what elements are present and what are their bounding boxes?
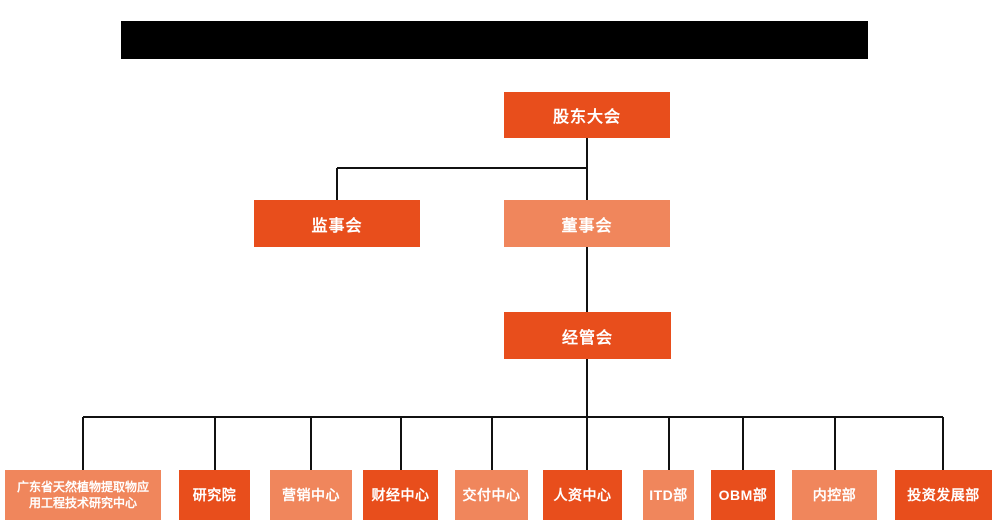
org-node-board-of-directors: 董事会 bbox=[504, 200, 670, 247]
org-node-management-committee: 经管会 bbox=[504, 312, 671, 359]
org-node-hr-center: 人资中心 bbox=[543, 470, 622, 520]
org-node-research-institute: 研究院 bbox=[179, 470, 250, 520]
org-node-obm-dept: OBM部 bbox=[711, 470, 775, 520]
org-node-supervisory-board: 监事会 bbox=[254, 200, 420, 247]
org-node-guangdong-research-center: 广东省天然植物提取物应 用工程技术研究中心 bbox=[5, 470, 161, 520]
org-node-finance-center: 财经中心 bbox=[363, 470, 438, 520]
org-node-internal-control-dept: 内控部 bbox=[792, 470, 877, 520]
org-node-delivery-center: 交付中心 bbox=[455, 470, 528, 520]
org-node-shareholders-meeting: 股东大会 bbox=[504, 92, 670, 138]
redacted-title-bar bbox=[121, 21, 868, 59]
org-node-marketing-center: 营销中心 bbox=[270, 470, 352, 520]
org-node-investment-development-dept: 投资发展部 bbox=[895, 470, 992, 520]
org-node-itd-dept: ITD部 bbox=[643, 470, 694, 520]
